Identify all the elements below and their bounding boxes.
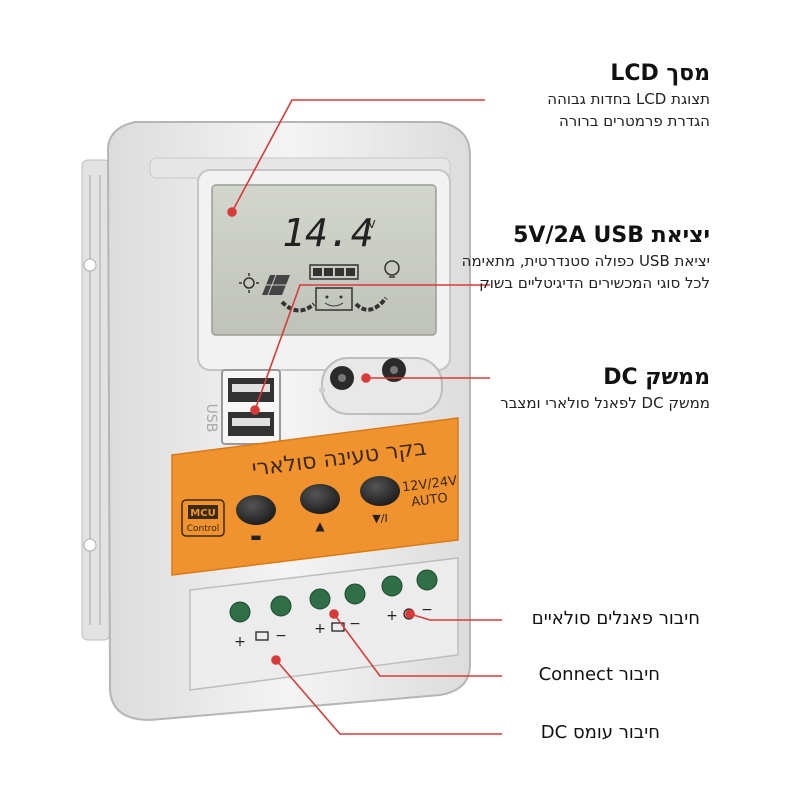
down-button[interactable]: [360, 476, 400, 506]
solar-terminal-icon: [255, 631, 269, 641]
solar-connection-label: חיבור פאנלים סולאיים: [531, 608, 700, 629]
voltage-line-1: 12V/24V: [401, 474, 458, 496]
cooling-fins: [81, 159, 111, 641]
terminal-mark-4: −: [349, 616, 361, 632]
voltage-line-2: AUTO: [410, 491, 448, 510]
lcd-leader: [231, 99, 485, 213]
lcd-callout: מסך LCD תצוגת LCD בחדות גבוהה הגדרת פרמט…: [547, 60, 710, 132]
up-button[interactable]: [300, 484, 340, 514]
terminal-mark-6: −: [421, 602, 433, 618]
solar-leader: [409, 613, 502, 621]
menu-button-mark: ▬: [250, 530, 261, 544]
usb-leader: [254, 284, 490, 411]
flow-arrow-right-icon: [354, 296, 388, 312]
dc-callout: ממשק DC ממשק DC לפאנל סולארי ומצבר: [500, 364, 710, 414]
mcu-label: MCU: [190, 508, 215, 519]
mcu-sub-label: Control: [187, 524, 220, 534]
down-button-mark: ▼/I: [372, 512, 387, 525]
connect-leader: [333, 613, 502, 677]
connect-connection-label: חיבור Connect: [538, 664, 660, 685]
dc-callout-title: ממשק DC: [603, 365, 710, 390]
terminal-mark-5: +: [386, 608, 398, 624]
lcd-unit: V: [368, 218, 376, 231]
usb-callout-title: יציאת 5V/2A USB: [513, 223, 710, 248]
terminal-block: [189, 557, 459, 691]
usb-ports: [221, 369, 281, 445]
dc-callout-line-1: ממשק DC לפאנל סולארי ומצבר: [500, 394, 710, 412]
lcd-callout-line-2: הגדרת פרמטרים ברורה: [558, 112, 710, 130]
usb-callout-line-1: יציאת USB כפולה סטנדרטית, מתאימה: [461, 252, 710, 270]
mcu-badge: [181, 499, 225, 537]
up-button-mark: ▲: [315, 519, 325, 533]
load-leader: [275, 659, 502, 735]
flow-arrow-left-icon: [280, 300, 316, 313]
sun-icon: [239, 273, 259, 293]
bulb-icon: [384, 260, 400, 278]
lcd-reading: 14.4: [282, 211, 374, 255]
menu-button[interactable]: [236, 495, 276, 525]
terminal-mark-1: +: [234, 634, 246, 650]
battery-icon: [309, 264, 359, 311]
usb-side-label: USB: [203, 404, 219, 433]
load-connection-label: חיבור עומס DC: [540, 722, 660, 743]
solar-panel-icon: [262, 274, 290, 296]
usb-callout: יציאת 5V/2A USB יציאת USB כפולה סטנדרטית…: [462, 222, 710, 294]
terminal-mark-3: +: [314, 621, 326, 637]
terminal-mark-2: −: [275, 628, 287, 644]
leader-lines: [227, 99, 502, 735]
lcd-callout-title: מסך LCD: [610, 61, 710, 86]
usb-callout-line-2: לכל סוגי המכשירים הדיגיטליים בשוק: [479, 274, 710, 292]
dc-jack: [319, 357, 443, 415]
lcd-callout-line-1: תצוגת LCD בחדות גבוהה: [547, 90, 710, 108]
